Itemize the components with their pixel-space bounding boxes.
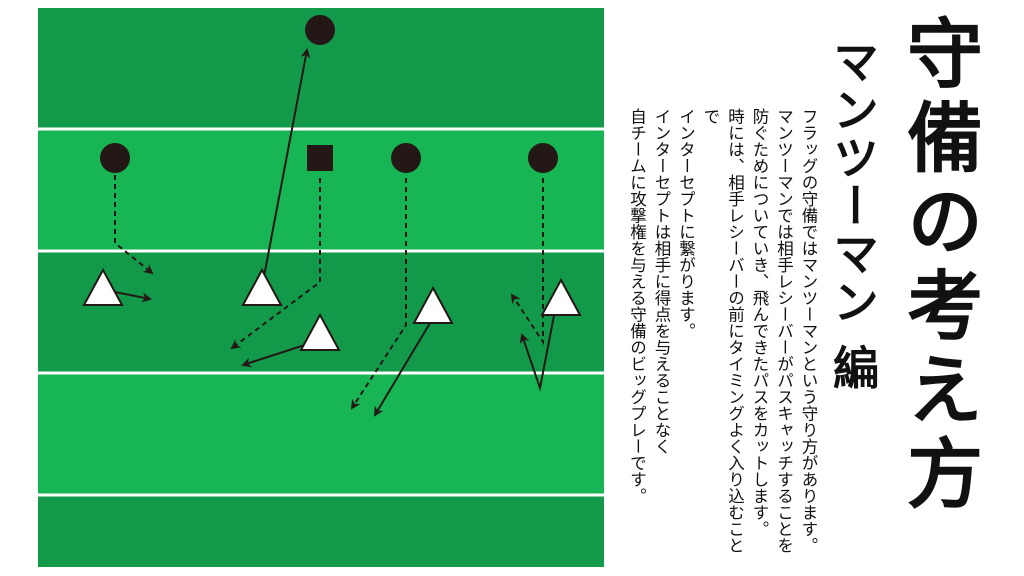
page-subtitle: マンツーマン 編 <box>826 38 880 393</box>
defender-marker <box>100 143 130 173</box>
page-title: 守備の考え方 <box>894 14 983 518</box>
receiver-marker <box>299 312 341 351</box>
receiver-marker <box>241 267 283 306</box>
yard-lines <box>38 127 604 497</box>
body-line: 時には、相手レシーバーの前にタイミングよく入り込むことで <box>701 108 745 554</box>
body-line: マンツーマンでは相手レシーバーがパスキャッチすることを <box>774 108 794 554</box>
defender-marker <box>528 143 558 173</box>
defenders <box>100 15 558 173</box>
defender-route <box>114 175 154 275</box>
receiver-marker <box>540 277 582 316</box>
defender-marker-square <box>307 145 333 171</box>
receiver-marker <box>82 267 124 306</box>
body-text: フラッグの守備ではマンツーマンという守り方があります。 マンツーマンでは相手レシ… <box>624 108 820 568</box>
defender-marker <box>305 15 335 45</box>
defender-marker <box>391 143 421 173</box>
receiver-route <box>373 317 434 417</box>
receiver-route <box>261 48 311 288</box>
body-line: インターセプトは相手に得点を与えることなく <box>652 108 671 455</box>
defender-route <box>510 178 544 346</box>
defender-route <box>350 178 407 410</box>
receiver-route <box>519 304 557 392</box>
body-line: インターセプトに繋がります。 <box>676 108 696 339</box>
receiver-marker <box>412 285 454 324</box>
defender-route <box>230 178 321 350</box>
field-stripe <box>38 495 604 567</box>
body-line: フラッグの守備ではマンツーマンという守り方があります。 <box>799 108 818 554</box>
field-stripe <box>38 373 604 495</box>
body-line: 防ぐためについていき、飛んできたパスをカットします。 <box>750 108 769 537</box>
body-line: 自チームに攻撃権を与える守備のビッグプレーです。 <box>627 108 647 504</box>
receivers <box>82 267 582 351</box>
football-field-diagram <box>38 8 604 567</box>
